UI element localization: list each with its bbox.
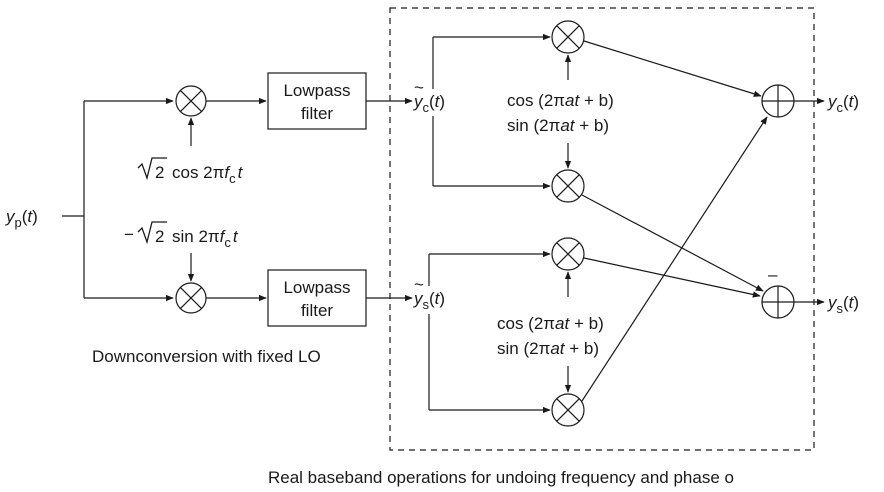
wire-1-to-sum-top xyxy=(583,40,762,97)
baseband-region xyxy=(389,7,815,451)
svg-text:Lowpass: Lowpass xyxy=(283,278,350,297)
svg-text:cos (2πat + b): cos (2πat + b) xyxy=(507,91,614,110)
output-bottom-label: ys(t) xyxy=(827,293,859,316)
mixer-rot-1 xyxy=(551,20,585,54)
lowpass-filter-top: Lowpass filter xyxy=(267,72,367,130)
svg-text:sin (2πat + b): sin (2πat + b) xyxy=(497,339,599,358)
svg-text:sin (2πat + b): sin (2πat + b) xyxy=(507,116,609,135)
input-signal-label: yp(t) xyxy=(5,207,38,230)
output-top-label: yc(t) xyxy=(827,92,859,115)
mixer-rot-3 xyxy=(551,237,585,271)
svg-text:2: 2 xyxy=(155,163,164,182)
branch-top-label: yc(t) xyxy=(413,92,445,115)
wire-3-to-sum-bottom xyxy=(583,257,761,298)
svg-text:2: 2 xyxy=(155,227,164,246)
svg-text:filter: filter xyxy=(301,104,333,123)
mixer-top xyxy=(175,85,207,117)
caption-baseband: Real baseband operations for undoing fre… xyxy=(268,468,734,487)
rotation-bottom-labels: cos (2πat + b) sin (2πat + b) xyxy=(497,314,604,358)
svg-text:filter: filter xyxy=(301,301,333,320)
wire-4-to-sum-top xyxy=(581,116,768,402)
minus-sign: – xyxy=(768,265,778,284)
svg-text:−: − xyxy=(124,225,134,244)
mixer-rot-4 xyxy=(551,393,585,427)
branch-top-tilde: ~ xyxy=(414,78,424,97)
mixer-rot-2 xyxy=(551,169,585,203)
branch-bottom-tilde: ~ xyxy=(414,275,424,294)
caption-downconversion: Downconversion with fixed LO xyxy=(92,347,321,366)
summer-bottom xyxy=(761,285,795,319)
branch-bottom-label: ys(t) xyxy=(413,289,445,312)
svg-text:cos (2πat + b): cos (2πat + b) xyxy=(497,314,604,333)
input-wires xyxy=(62,97,174,302)
summer-top xyxy=(761,84,795,118)
rotation-top-labels: cos (2πat + b) sin (2πat + b) xyxy=(507,91,614,135)
svg-text:Lowpass: Lowpass xyxy=(283,81,350,100)
lowpass-filter-bottom: Lowpass filter xyxy=(267,269,367,327)
wire-2-to-sum-bottom xyxy=(581,194,764,292)
mixer-bottom xyxy=(175,282,207,314)
